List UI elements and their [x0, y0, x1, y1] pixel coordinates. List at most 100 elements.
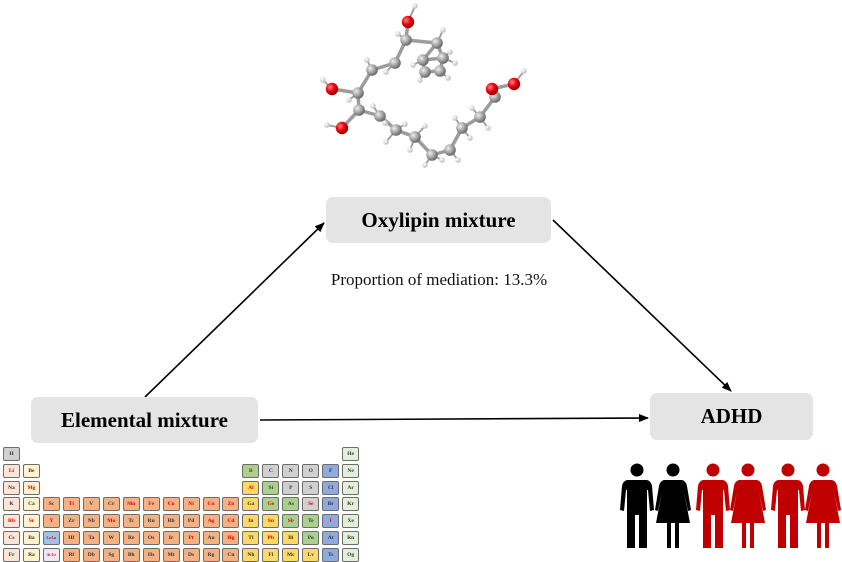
element-cell-k: K [3, 497, 20, 512]
element-cell-na: Na [3, 480, 20, 495]
red-woman-figure-icon [730, 463, 766, 548]
element-cell-ne: Ne [342, 463, 360, 478]
hydrogen-atom [320, 77, 326, 83]
hydrogen-atom [452, 115, 458, 121]
hydrogen-atom [422, 123, 428, 129]
element-cell-bh: Bh [122, 547, 140, 562]
element-cell-fe: Fe [142, 497, 160, 512]
element-cell-ds: Ds [182, 547, 200, 562]
carbon-atom [390, 124, 402, 136]
element-cell-ti: Ti [62, 497, 80, 512]
hydrogen-atom [452, 60, 458, 66]
hydrogen-atom [467, 135, 473, 141]
element-cell-la-lu: La-Lu [42, 531, 60, 545]
element-cell-al: Al [242, 480, 260, 495]
carbon-atom [431, 37, 443, 49]
oxygen-atom [401, 15, 415, 29]
element-cell-ac-lr: Ac-Lr [42, 547, 60, 562]
element-cell-n: N [282, 463, 300, 478]
element-cell-h: H [3, 447, 20, 461]
element-cell-mt: Mt [162, 547, 180, 562]
carbon-atom [366, 64, 378, 76]
element-cell-tc: Tc [122, 514, 140, 529]
element-cell-ru: Ru [142, 514, 160, 529]
hydrogen-atom [485, 125, 491, 131]
hydrogen-atom [395, 31, 401, 37]
hydrogen-atom [383, 139, 389, 145]
element-cell-cr: Cr [102, 497, 120, 512]
element-cell-se: Se [302, 497, 320, 512]
element-cell-cn: Cn [222, 547, 240, 562]
element-cell-cd: Cd [222, 514, 240, 529]
hydrogen-atom [445, 75, 451, 81]
hydrogen-atom [412, 3, 418, 9]
element-cell-o: O [302, 463, 320, 478]
hydrogen-atom [439, 157, 445, 163]
element-cell-hs: Hs [142, 547, 160, 562]
element-cell-rn: Rn [342, 531, 360, 545]
element-cell-li: Li [3, 463, 20, 478]
element-cell-pd: Pd [182, 514, 200, 529]
exposure-label: Elemental mixture [61, 407, 228, 432]
element-cell-cu: Cu [202, 497, 220, 512]
mediator-node-oxylipin-mixture: Oxylipin mixture [326, 197, 551, 243]
element-cell-mo: Mo [102, 514, 120, 529]
red-woman-figure-icon [805, 463, 841, 548]
hydrogen-atom [346, 97, 352, 103]
oxygen-atom [485, 82, 499, 96]
element-cell-hf: Hf [62, 531, 80, 545]
hydrogen-atom [417, 77, 423, 83]
element-cell-cs: Cs [3, 531, 20, 545]
element-cell-te: Te [302, 514, 320, 529]
element-cell-ag: Ag [202, 514, 220, 529]
element-cell-og: Og [342, 547, 360, 562]
carbon-atom [374, 110, 386, 122]
carbon-atom [419, 66, 431, 78]
carbon-atom [444, 144, 456, 156]
element-cell-as: As [282, 497, 300, 512]
hydrogen-atom [410, 62, 416, 68]
element-cell-c: C [262, 463, 280, 478]
hydrogen-atom [469, 105, 475, 111]
hydrogen-atom [383, 69, 389, 75]
element-cell-xe: Xe [342, 514, 360, 529]
element-cell-re: Re [122, 531, 140, 545]
element-cell-s: S [302, 480, 320, 495]
element-cell-i: I [322, 514, 340, 529]
mediation-proportion-text: Proportion of mediation: 13.3% [330, 270, 548, 289]
element-cell-tl: Tl [242, 531, 260, 545]
element-cell-v: V [82, 497, 100, 512]
element-cell-rg: Rg [202, 547, 220, 562]
element-cell-au: Au [202, 531, 220, 545]
element-cell-co: Co [162, 497, 180, 512]
hydrogen-atom [455, 157, 461, 163]
black-woman-figure-icon [655, 463, 691, 548]
exposure-node-elemental-mixture: Elemental mixture [31, 397, 258, 443]
mediator-label: Oxylipin mixture [361, 207, 516, 232]
element-cell-si: Si [262, 480, 280, 495]
element-cell-mc: Mc [282, 547, 300, 562]
element-cell-db: Db [82, 547, 100, 562]
element-cell-p: P [282, 480, 300, 495]
outcome-label: ADHD [700, 404, 763, 428]
arrow-exposure-to-mediator [144, 222, 325, 398]
element-cell-fl: Fl [262, 547, 280, 562]
element-cell-hg: Hg [222, 531, 240, 545]
element-cell-sc: Sc [42, 497, 60, 512]
red-man-figure-icon [696, 463, 730, 548]
element-cell-ca: Ca [22, 497, 40, 512]
element-cell-sn: Sn [262, 514, 280, 529]
carbon-atom [389, 57, 401, 69]
element-cell-sb: Sb [282, 514, 300, 529]
element-cell-os: Os [142, 531, 160, 545]
carbon-atom [474, 111, 486, 123]
element-cell-mg: Mg [22, 480, 40, 495]
element-cell-po: Po [302, 531, 320, 545]
hydrogen-atom [407, 147, 413, 153]
element-cell-ir: Ir [162, 531, 180, 545]
element-cell-kr: Kr [342, 497, 360, 512]
element-cell-fr: Fr [3, 547, 20, 562]
hydrogen-atom [324, 122, 330, 128]
